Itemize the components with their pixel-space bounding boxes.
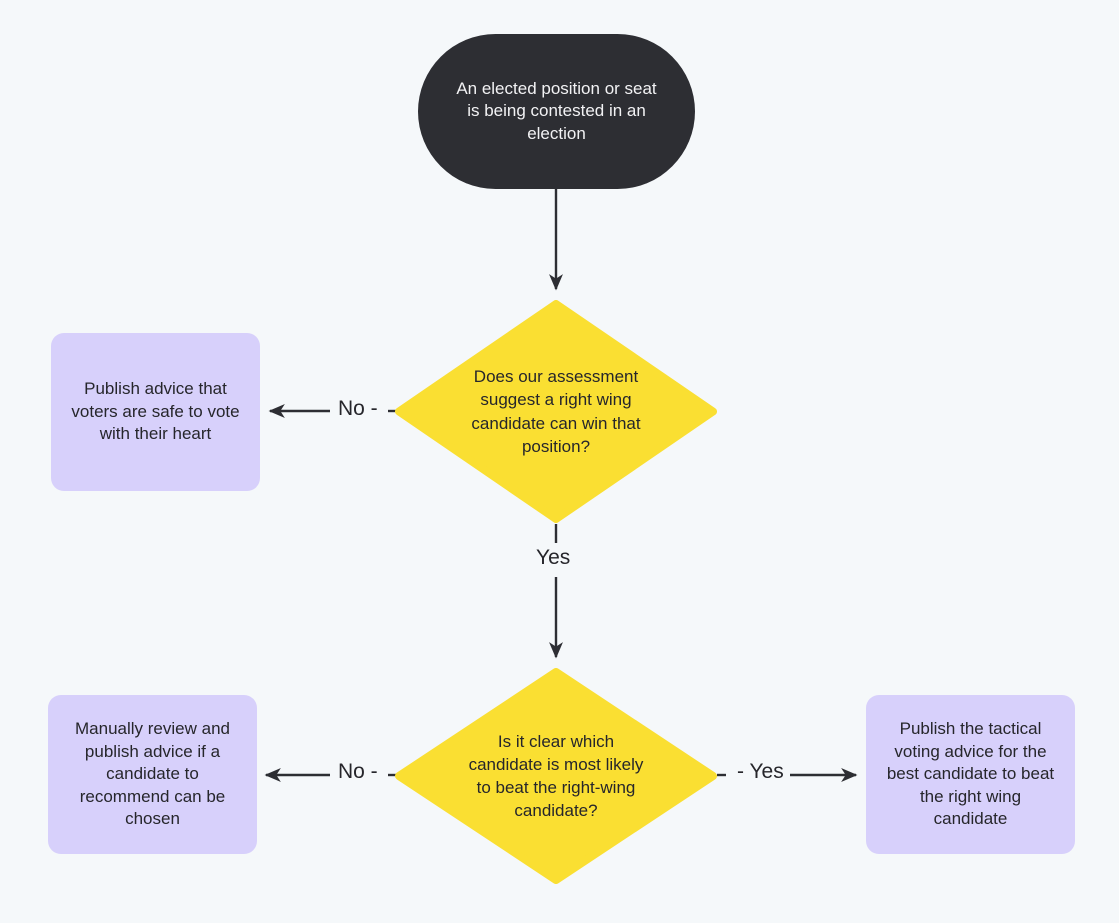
edge-label-decision-1-no: No -	[338, 397, 378, 420]
edge-label-decision-1-yes: Yes	[536, 546, 571, 569]
node-decision-right-wing-can-win[interactable]: Does our assessment suggest a right wing…	[395, 300, 717, 523]
node-outcome-tactical-advice[interactable]: Publish the tactical voting advice for t…	[866, 695, 1075, 854]
node-outcome-manual-review[interactable]: Manually review and publish advice if a …	[48, 695, 257, 854]
node-decision-clear-best-candidate[interactable]: Is it clear which candidate is most like…	[395, 668, 717, 884]
diamond-shape-icon	[395, 300, 717, 523]
edge-label-decision-2-no: No -	[338, 760, 378, 783]
terminal-label: An elected position or seat is being con…	[456, 78, 657, 143]
node-terminal-election-contested[interactable]: An elected position or seat is being con…	[418, 34, 695, 189]
outcome-tactical-label: Publish the tactical voting advice for t…	[886, 718, 1055, 829]
diamond-shape-icon	[395, 668, 717, 884]
outcome-safe-heart-label: Publish advice that voters are safe to v…	[71, 379, 240, 444]
outcome-manual-review-label: Manually review and publish advice if a …	[75, 718, 230, 829]
node-outcome-safe-to-vote-heart[interactable]: Publish advice that voters are safe to v…	[51, 333, 260, 491]
edge-label-decision-2-yes: - Yes	[737, 760, 784, 783]
